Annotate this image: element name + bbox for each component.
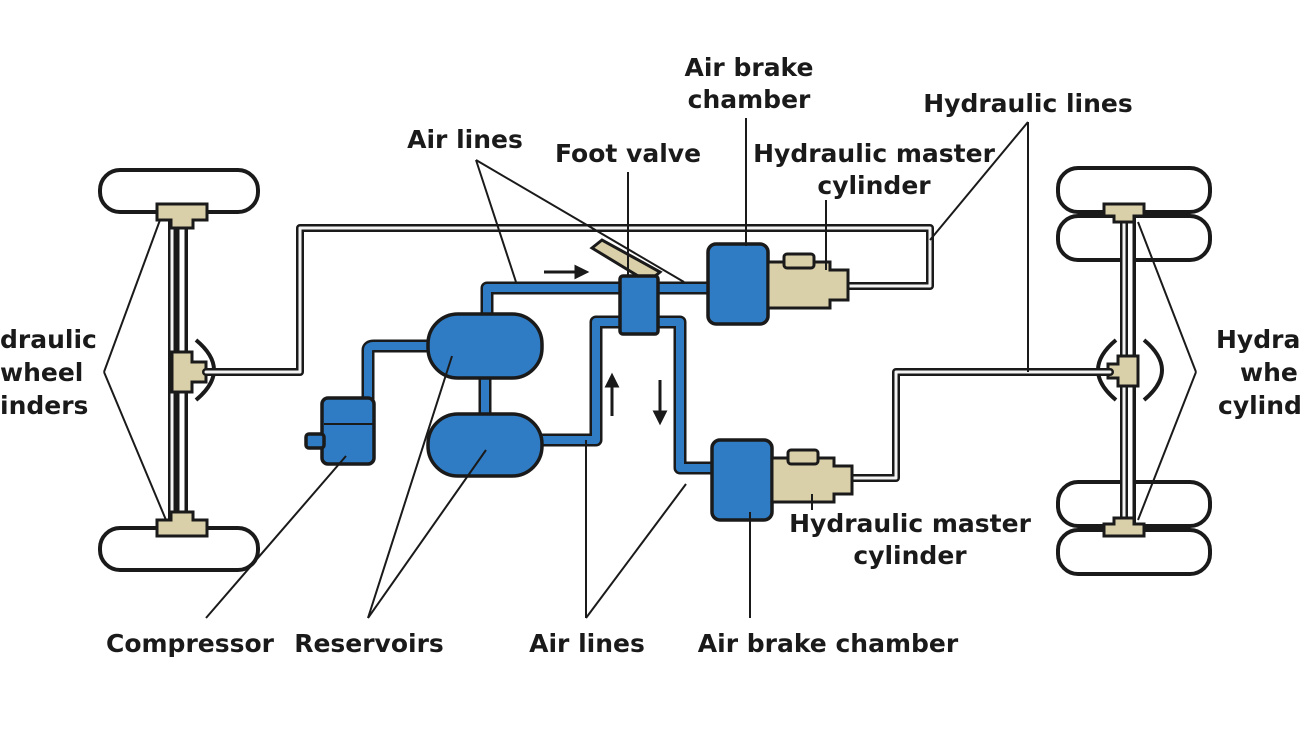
label-left-wheel-line1: draulic (0, 325, 97, 354)
lower-reservoir (426, 412, 544, 478)
leader-lines (103, 118, 1197, 619)
label-right-wheel-line1: Hydra (1216, 325, 1300, 354)
left-axle-assembly (98, 168, 260, 572)
label-air-lines-bottom: Air lines (529, 629, 645, 658)
label-left-wheel-line2: wheel (0, 358, 83, 387)
label-compressor: Compressor (106, 629, 275, 658)
right-tee-fitting (1106, 354, 1140, 388)
left-bottom-wheel-cylinder (155, 510, 209, 538)
right-differential-r (1142, 338, 1164, 402)
reservoirs (426, 312, 544, 478)
upper-hydraulic-master-cylinder (766, 252, 850, 310)
upper-air-brake-chamber (706, 242, 770, 326)
labels: Air brake chamber Hydraulic lines Air li… (0, 53, 1300, 658)
label-reservoirs: Reservoirs (294, 629, 444, 658)
label-hydraulic-master-top-line2: cylinder (817, 171, 931, 200)
label-air-lines-top: Air lines (407, 125, 523, 154)
lower-hydraulic-master-cylinder (770, 448, 854, 504)
label-hydraulic-master-bottom-line1: Hydraulic master (789, 509, 1031, 538)
foot-pedal (589, 238, 663, 284)
right-axle-assembly (1056, 166, 1212, 576)
label-hydraulic-master-top-line1: Hydraulic master (753, 139, 995, 168)
label-right-wheel-line3: cylind (1218, 391, 1300, 420)
label-air-brake-chamber-top-line1: Air brake (685, 53, 814, 82)
label-air-brake-chamber-bottom: Air brake chamber (698, 629, 959, 658)
label-hydraulic-master-bottom-line2: cylinder (853, 541, 967, 570)
label-hydraulic-lines: Hydraulic lines (923, 89, 1133, 118)
upper-reservoir (426, 312, 544, 380)
hydraulic-lines (202, 224, 1114, 482)
right-top-wheel-cylinder (1102, 202, 1146, 224)
label-left-wheel-line3: inders (0, 391, 88, 420)
foot-valve (589, 238, 663, 336)
left-top-wheel-cylinder (155, 202, 209, 230)
right-bottom-wheel-cylinder (1102, 516, 1146, 538)
lower-air-brake-chamber (710, 438, 774, 522)
flow-arrows (544, 264, 668, 426)
label-air-brake-chamber-top-line2: chamber (688, 85, 811, 114)
air-lines (361, 281, 723, 475)
left-tee-fitting (170, 350, 208, 394)
label-right-wheel-line2: whe (1240, 358, 1298, 387)
compressor (304, 396, 376, 466)
label-foot-valve: Foot valve (555, 139, 701, 168)
